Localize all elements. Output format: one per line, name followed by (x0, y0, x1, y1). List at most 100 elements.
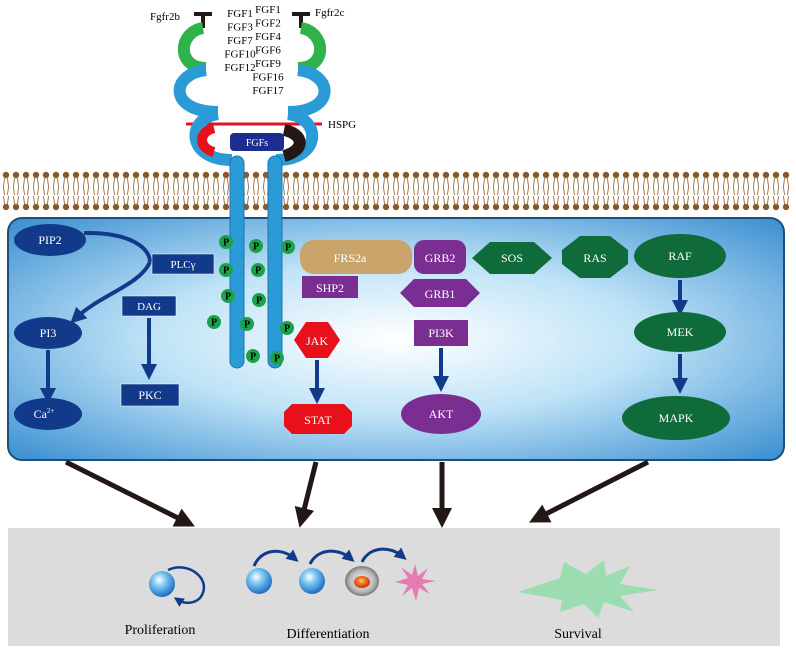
lipid (62, 171, 70, 211)
pi3k-label: PI3K (428, 326, 454, 340)
lipid (302, 171, 310, 211)
lipid (722, 171, 730, 211)
lipid-bilayer (2, 171, 790, 211)
sos-label: SOS (501, 251, 523, 265)
phosphate-circle: P (280, 321, 294, 335)
phosphate-label: P (256, 296, 262, 307)
plcg-label: PLCγ (170, 259, 195, 271)
phosphate-label: P (255, 266, 261, 277)
lipid (742, 171, 750, 211)
fgfr2b-label: Fgfr2b (150, 11, 180, 23)
stat-node (284, 404, 352, 434)
lipid (472, 171, 480, 211)
pi3-label: PI3 (40, 326, 57, 340)
akt-node (401, 394, 481, 434)
ca-label: Ca2+ (34, 407, 55, 421)
right-ligand: FGF4 (255, 31, 281, 43)
survival-label: Survival (554, 627, 602, 642)
left-ligand: FGF10 (224, 49, 256, 61)
outcome-arrow-2 (294, 461, 319, 528)
left-ligand: FGF7 (227, 35, 253, 47)
raf-label: RAF (668, 249, 692, 263)
lipid (332, 171, 340, 211)
lipid (432, 171, 440, 211)
lipid (402, 171, 410, 211)
lipid (622, 171, 630, 211)
lipid (412, 171, 420, 211)
phosphate-label: P (223, 266, 229, 277)
phosphate-label: P (223, 238, 229, 249)
lipid (752, 171, 760, 211)
lipid (522, 171, 530, 211)
ras-node (562, 236, 628, 278)
ca-superscript: 2+ (47, 407, 55, 415)
left-ligand: FGF1 (227, 8, 253, 20)
phosphate-circle: P (207, 315, 221, 329)
lipid (352, 171, 360, 211)
mapk-node (622, 396, 730, 440)
lipid (42, 171, 50, 211)
lipid (152, 171, 160, 211)
phosphate-label: P (244, 320, 250, 331)
raf-node (634, 234, 726, 278)
phosphate-circle: P (219, 263, 233, 277)
dag-node (121, 295, 177, 317)
phosphate-label: P (285, 243, 291, 254)
lipid (72, 171, 80, 211)
phosphate-circle: P (249, 239, 263, 253)
right-ligand: FGF9 (255, 58, 281, 70)
ras-label: RAS (583, 251, 606, 265)
right-ligand: FGF6 (255, 45, 281, 57)
lipid (502, 171, 510, 211)
right-ligand: FGF17 (252, 85, 284, 97)
akt-label: AKT (429, 407, 454, 421)
frs2a-node (300, 240, 412, 274)
pi3-node (14, 317, 82, 349)
shp2-label: SHP2 (316, 281, 344, 295)
lipid (22, 171, 30, 211)
lipid (462, 171, 470, 211)
lipid (582, 171, 590, 211)
phosphate-label: P (274, 354, 280, 365)
lipid (112, 171, 120, 211)
lipid (692, 171, 700, 211)
sos-node (472, 242, 552, 274)
hspg-label: HSPG (328, 119, 356, 131)
lipid (382, 171, 390, 211)
lipid (212, 171, 220, 211)
receptor-right (267, 12, 331, 369)
left-ligand: FGF3 (227, 22, 253, 34)
lipid (162, 171, 170, 211)
fgfs-label: FGFs (246, 138, 268, 149)
lipid (572, 171, 580, 211)
plcg-to-pi3-arc (70, 261, 152, 324)
lipid (292, 171, 300, 211)
lipid (342, 171, 350, 211)
pi3k-node (414, 320, 468, 346)
pip2-label: PIP2 (38, 233, 61, 247)
phosphate-label: P (284, 324, 290, 335)
frs2a-label: FRS2a (334, 251, 367, 265)
lipid (592, 171, 600, 211)
lipid (762, 171, 770, 211)
lipid (562, 171, 570, 211)
phosphate-circle: P (251, 263, 265, 277)
phosphate-circle: P (281, 240, 295, 254)
lipid (542, 171, 550, 211)
lipid (492, 171, 500, 211)
lipid (362, 171, 370, 211)
lipid (202, 171, 210, 211)
lipid (32, 171, 40, 211)
grb2-node (414, 240, 466, 274)
lipid (122, 171, 130, 211)
lipid (642, 171, 650, 211)
phosphate-circle: P (270, 351, 284, 365)
lipid (12, 171, 20, 211)
plcg-node (151, 253, 215, 275)
fgfr2c-label: Fgfr2c (315, 7, 344, 19)
phosphate-circle: P (246, 349, 260, 363)
mek-label: MEK (667, 325, 694, 339)
pkc-label: PKC (138, 388, 161, 402)
